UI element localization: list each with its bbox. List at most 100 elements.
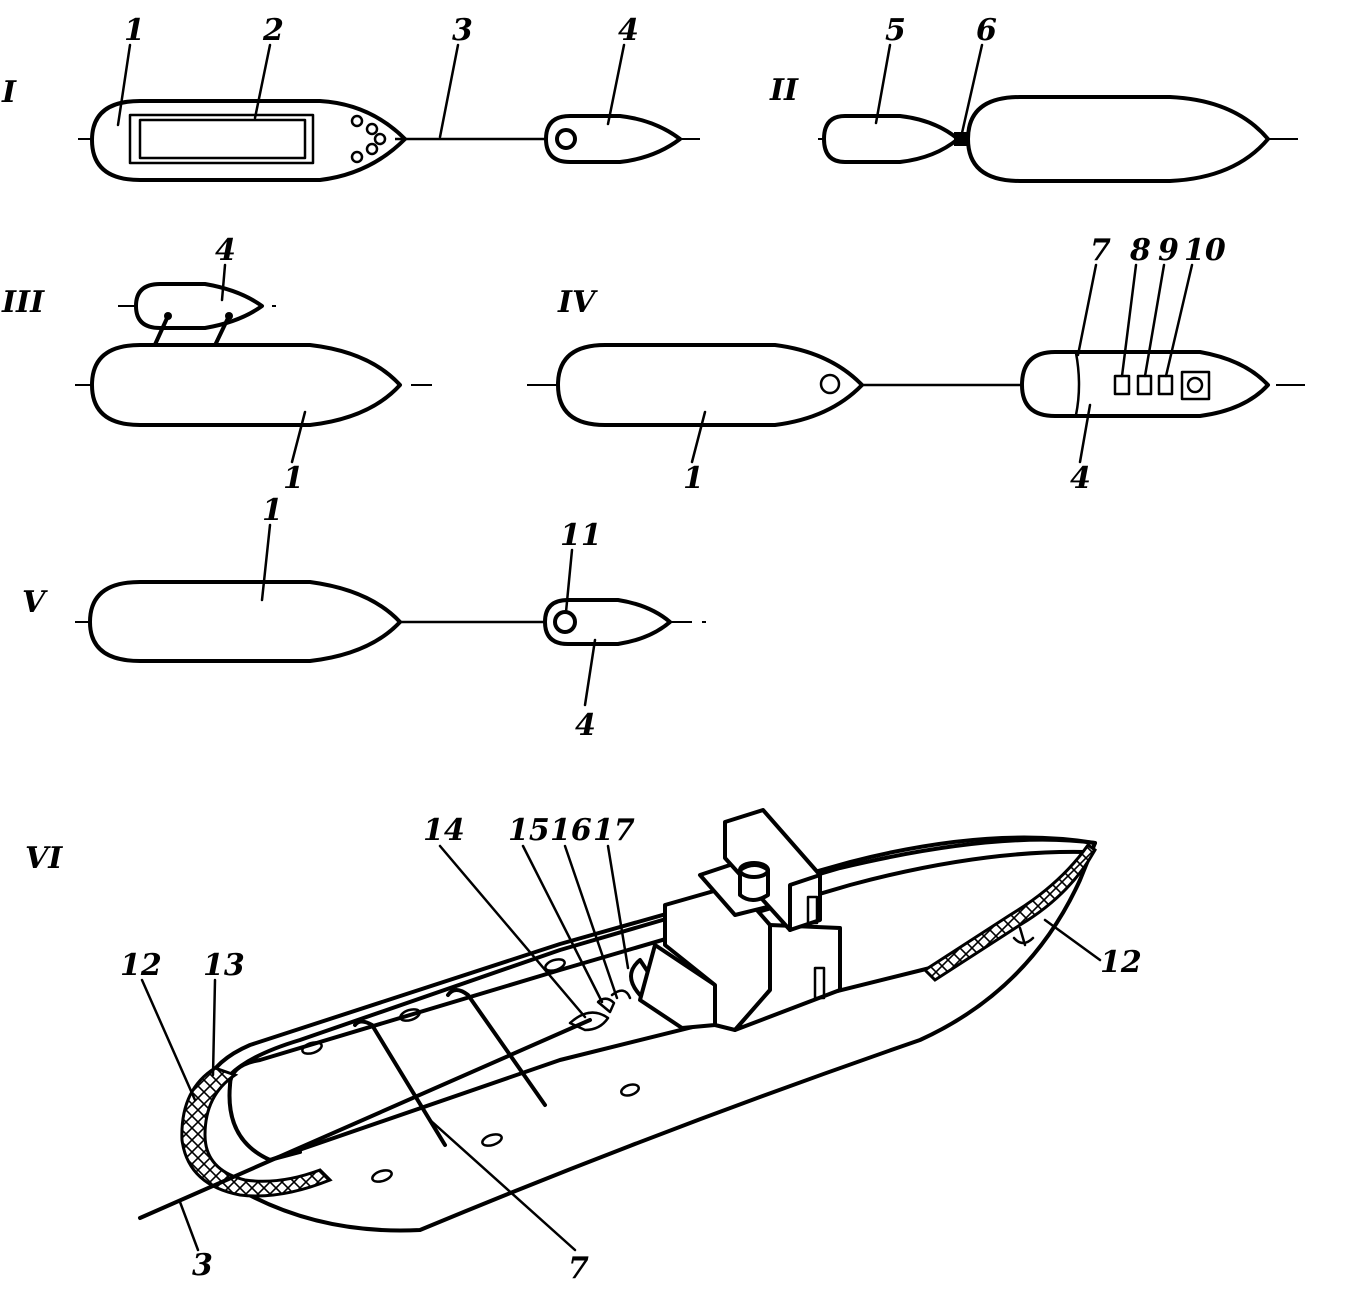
- leader-line: [428, 1118, 577, 1252]
- anchor-icon: [1012, 926, 1035, 947]
- towing-bitt: [350, 150, 364, 164]
- tug-hull: [543, 598, 672, 646]
- towing-bitt: [365, 142, 379, 156]
- fender-12-bow: [180, 1066, 333, 1198]
- porthole: [481, 1133, 503, 1147]
- label-13: 13: [203, 948, 245, 983]
- pusher-tug-hull: [195, 837, 1097, 1233]
- towing-bitt: [365, 122, 379, 136]
- view-2: II 5 6: [769, 13, 1300, 183]
- leader-line: [438, 844, 587, 1019]
- label-1: 1: [124, 13, 145, 48]
- label-14: 14: [423, 813, 465, 848]
- label-15: 15: [508, 813, 550, 848]
- label-5: 5: [885, 13, 906, 48]
- leader-line: [1143, 263, 1166, 378]
- label-2: 2: [262, 13, 284, 48]
- leader-line: [1164, 263, 1194, 378]
- label-1: 1: [683, 461, 704, 496]
- view-3: III 4 1: [1, 233, 432, 496]
- leader-line: [606, 43, 626, 126]
- cargo-hold: [128, 113, 315, 165]
- view-label-5: V: [22, 585, 48, 620]
- funnel: [738, 863, 770, 902]
- leader-line: [178, 1200, 200, 1252]
- leader-line: [564, 548, 574, 614]
- tug-alongside-hull: [134, 282, 264, 330]
- leader-line: [260, 523, 272, 602]
- towing-line-3: [138, 1018, 592, 1220]
- view-label-1: I: [1, 75, 17, 110]
- label-3: 3: [192, 1248, 213, 1283]
- leader-line: [220, 263, 227, 302]
- leader-line: [116, 43, 132, 127]
- tow-hook: [555, 128, 577, 150]
- leader-line: [1078, 403, 1092, 464]
- view-label-3: III: [1, 285, 45, 320]
- leader-line: [1043, 918, 1102, 962]
- porthole: [620, 1083, 640, 1097]
- label-1: 1: [283, 461, 304, 496]
- leader-line: [606, 844, 630, 970]
- towing-winch: [1180, 370, 1211, 401]
- label-10: 10: [1184, 233, 1226, 268]
- wheelhouse-edge: [788, 873, 822, 932]
- view-6: VI: [25, 808, 1142, 1286]
- label-12: 12: [120, 948, 162, 983]
- label-1: 1: [262, 493, 283, 528]
- label-4: 4: [575, 708, 596, 743]
- label-7: 7: [568, 1251, 589, 1286]
- pushed-barge-hull: [966, 95, 1270, 183]
- towing-bitt: [819, 373, 841, 395]
- view-1: I 1 2 3 4: [1, 13, 700, 182]
- leader-line: [874, 43, 892, 125]
- leader-line: [960, 43, 984, 135]
- leader-line: [1076, 263, 1098, 357]
- view-label-2: II: [769, 73, 799, 108]
- towing-bitt: [373, 132, 387, 146]
- view-label-4: IV: [557, 285, 598, 320]
- porthole: [371, 1169, 393, 1183]
- leader-line: [563, 844, 619, 1000]
- towed-vessel-hull: [90, 343, 402, 427]
- wheelhouse-door: [806, 895, 819, 925]
- leader-line: [140, 978, 197, 1102]
- towing-arch-7: [353, 1019, 447, 1147]
- label-7: 7: [1090, 233, 1111, 268]
- porthole: [301, 1041, 323, 1055]
- leader-line: [438, 43, 460, 139]
- bulkhead-7: [1074, 351, 1081, 417]
- label-4: 4: [1070, 461, 1091, 496]
- funnel-top: [738, 861, 770, 879]
- bulwark-inner: [228, 849, 1087, 1087]
- porthole: [544, 958, 566, 972]
- push-coupling: [954, 132, 968, 146]
- view-label-6: VI: [25, 841, 63, 876]
- label-3: 3: [452, 13, 473, 48]
- leader-line: [1120, 263, 1138, 378]
- tug-hull: [544, 114, 682, 164]
- leader-line: [290, 410, 307, 464]
- winch-16: [610, 989, 632, 1000]
- towing-arch: [446, 988, 547, 1107]
- label-9: 9: [1158, 233, 1179, 268]
- deck-sheer: [203, 835, 1097, 1087]
- leader-line: [521, 844, 604, 1004]
- porthole: [399, 1008, 421, 1022]
- cargo-hold-inner: [138, 118, 307, 160]
- towing-winch-drum: [1186, 376, 1204, 394]
- label-16: 16: [550, 813, 592, 848]
- label-8: 8: [1129, 233, 1151, 268]
- tug-hull: [1020, 350, 1270, 418]
- view-4: IV 7 8 9 10 1 4: [527, 233, 1305, 496]
- leader-line: [690, 410, 707, 464]
- towed-vessel-hull: [88, 580, 402, 663]
- label-11: 11: [560, 518, 602, 553]
- label-12: 12: [1100, 945, 1142, 980]
- towed-vessel-hull: [556, 343, 864, 427]
- label-4: 4: [618, 13, 639, 48]
- leader-line: [253, 43, 272, 120]
- label-6: 6: [976, 13, 997, 48]
- leader-line: [211, 978, 217, 1077]
- leader-line: [583, 638, 597, 707]
